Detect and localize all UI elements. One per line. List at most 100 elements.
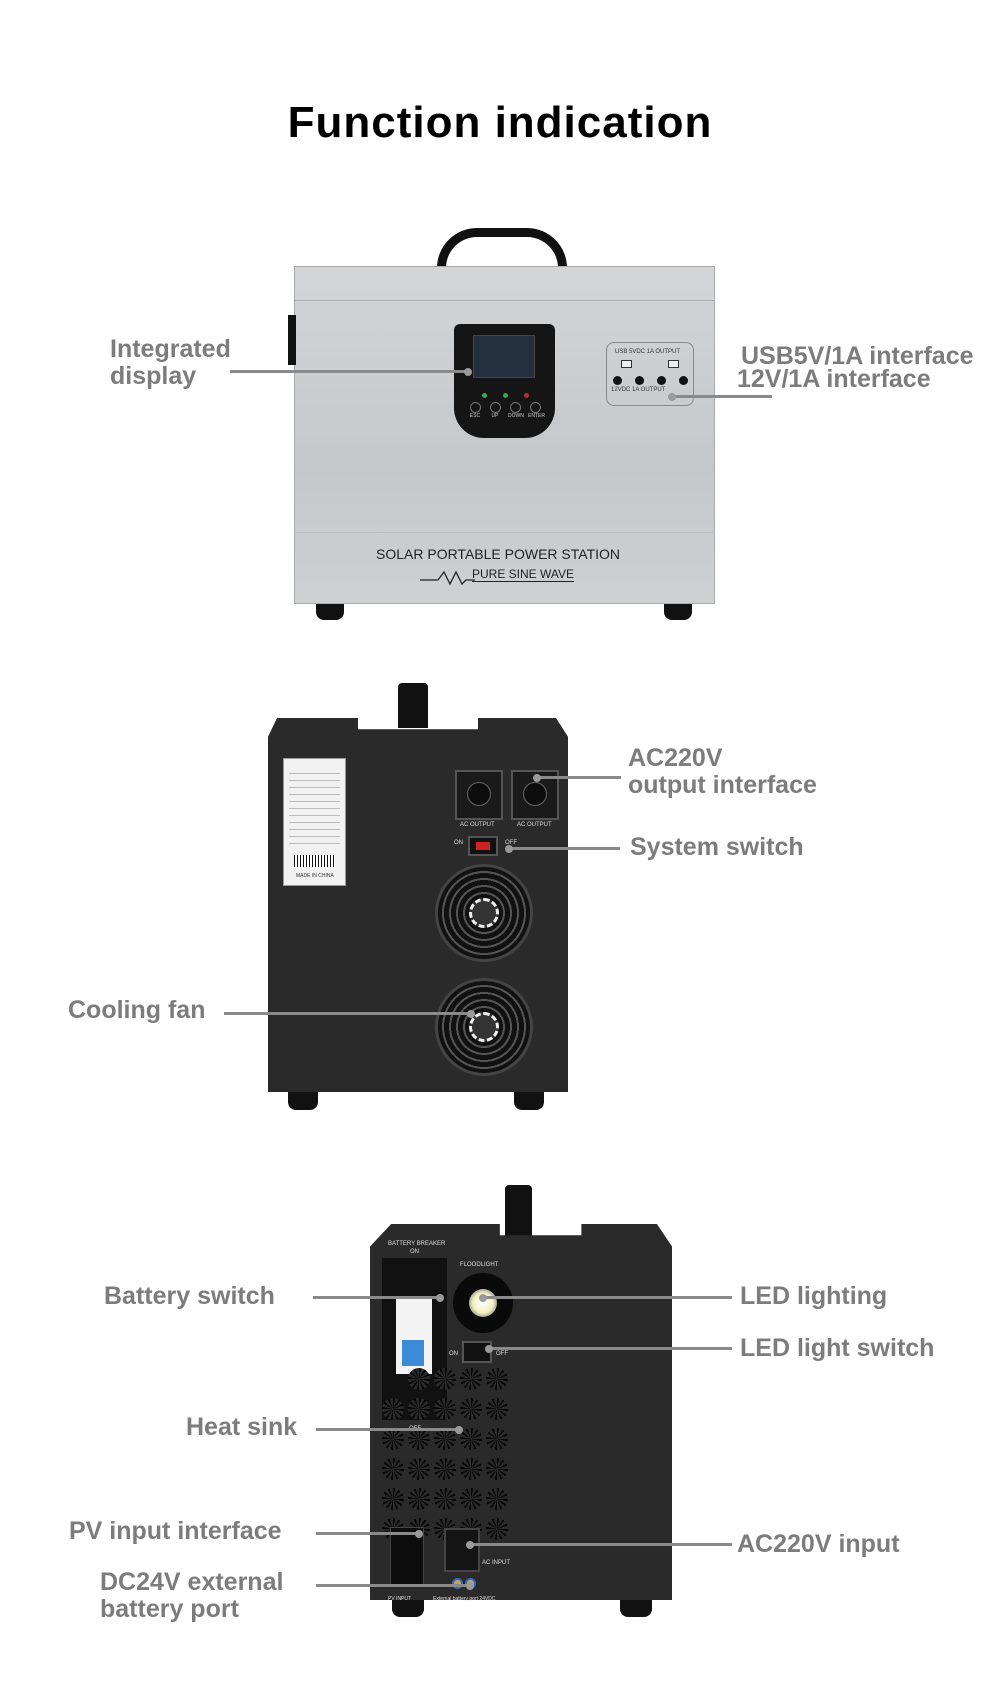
callout-dot — [479, 1294, 487, 1302]
lcd-screen — [473, 335, 535, 378]
status-led — [482, 393, 487, 398]
switch-off-label: OFF — [505, 840, 517, 846]
vent-hole — [486, 1488, 508, 1510]
breaker-on-label: ON — [410, 1249, 419, 1255]
label-led-light-switch: LED light switch — [740, 1334, 935, 1362]
cooling-fan — [435, 864, 533, 962]
vent-hole — [408, 1458, 430, 1480]
callout-dot — [415, 1530, 423, 1538]
nameplate-origin: MADE IN CHINA — [296, 873, 334, 879]
callout-dot — [533, 774, 541, 782]
callout-line — [535, 776, 621, 779]
led-switch-off-label: OFF — [496, 1351, 508, 1357]
vent-hole — [408, 1428, 430, 1450]
lcd-panel: ESC UP DOWN ENTER — [454, 324, 555, 438]
esc-label: ESC — [469, 413, 481, 419]
foot — [620, 1600, 652, 1617]
usb-port — [621, 360, 632, 368]
vent-hole — [486, 1458, 508, 1480]
vent-hole — [460, 1458, 482, 1480]
label-usb-interface: USB5V/1A interface — [741, 342, 974, 370]
vent-hole — [382, 1488, 404, 1510]
vent-hole — [460, 1428, 482, 1450]
ac-output-label: AC OUTPUT — [460, 822, 495, 828]
foot — [288, 1092, 318, 1110]
vent-hole — [460, 1488, 482, 1510]
callout-line — [316, 1428, 459, 1431]
vent-hole — [434, 1488, 456, 1510]
barcode — [294, 855, 335, 867]
enter-label: ENTER — [528, 413, 545, 419]
foot — [664, 604, 692, 620]
battery-breaker[interactable] — [382, 1258, 447, 1420]
label-ac220v-input: AC220V input — [737, 1530, 900, 1558]
nameplate: MADE IN CHINA — [283, 758, 346, 886]
callout-line — [507, 847, 620, 850]
breaker-label: BATTERY BREAKER — [388, 1241, 446, 1247]
down-button[interactable]: DOWN — [508, 402, 524, 419]
dc-port — [613, 376, 622, 385]
callout-line — [483, 1296, 732, 1299]
callout-line — [470, 1543, 732, 1546]
callout-line — [316, 1584, 468, 1587]
sine-text: PURE SINE WAVE — [472, 567, 575, 582]
pv-input-label: PV INPUT — [388, 1596, 412, 1602]
label-heat-sink: Heat sink — [186, 1413, 298, 1441]
foot — [514, 1092, 544, 1110]
ac-output-label: AC OUTPUT — [517, 822, 552, 828]
heat-sink-vents: (function(){var s=document.currentScript… — [382, 1368, 510, 1590]
ext-port-label: External battery port 24VDC — [433, 1596, 496, 1602]
vent-hole — [460, 1368, 482, 1390]
callout-dot — [668, 393, 676, 401]
callout-dot — [466, 1582, 474, 1590]
ac-input-socket[interactable] — [444, 1528, 480, 1572]
enter-button[interactable]: ENTER — [528, 402, 545, 419]
callout-dot — [436, 1294, 444, 1302]
label-cooling-fan: Cooling fan — [68, 996, 206, 1024]
callout-dot — [505, 845, 513, 853]
label-pv-input: PV input interface — [69, 1517, 282, 1545]
cooling-fan — [435, 978, 533, 1076]
led-light — [453, 1273, 513, 1333]
callout-dot — [466, 1541, 474, 1549]
down-label: DOWN — [508, 413, 524, 419]
vent-hole — [486, 1428, 508, 1450]
vent-hole — [434, 1428, 456, 1450]
callout-dot — [455, 1426, 463, 1434]
fault-led — [524, 393, 529, 398]
vent-hole — [408, 1398, 430, 1420]
ac-input-label: AC INPUT — [482, 1560, 511, 1566]
label-system-switch: System switch — [630, 833, 804, 861]
carry-handle — [437, 228, 567, 278]
dc-port — [657, 376, 666, 385]
usb-panel: USB 5VDC 1A OUTPUT 12VDC 1A OUTPUT — [606, 342, 694, 406]
vent-hole — [382, 1458, 404, 1480]
usb-port — [668, 360, 679, 368]
usb-output-label: USB 5VDC 1A OUTPUT — [615, 349, 681, 355]
side-latch — [288, 315, 296, 365]
vent-hole — [486, 1518, 508, 1540]
dc-port — [635, 376, 644, 385]
casing-seam — [294, 532, 715, 533]
callout-dot — [464, 368, 472, 376]
label-battery-switch: Battery switch — [104, 1282, 275, 1310]
vent-hole — [382, 1428, 404, 1450]
callout-line — [313, 1296, 441, 1299]
callout-line — [670, 395, 772, 398]
page-title: Function indication — [287, 98, 713, 147]
foot — [316, 604, 344, 620]
foot — [392, 1600, 424, 1617]
callout-line — [224, 1012, 469, 1015]
vent-hole — [408, 1488, 430, 1510]
up-button[interactable]: UP — [488, 402, 502, 419]
ac-output-socket — [455, 770, 503, 820]
label-12v-interface: 12V/1A interface — [737, 365, 931, 393]
callout-line — [230, 370, 466, 373]
system-switch[interactable] — [468, 836, 498, 856]
vent-hole — [434, 1458, 456, 1480]
esc-button[interactable]: ESC — [468, 402, 482, 419]
sine-wave-icon — [420, 570, 475, 591]
carry-handle — [505, 1185, 532, 1237]
